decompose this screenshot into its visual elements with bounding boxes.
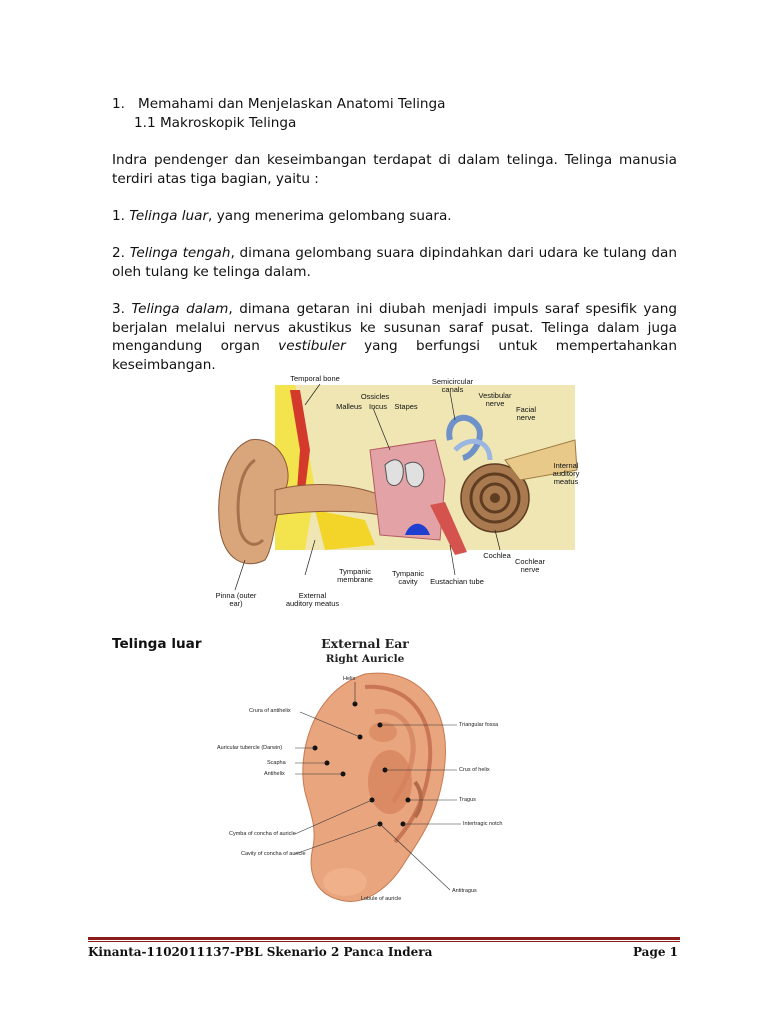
label-malleus: Malleus [336, 402, 362, 411]
label-facial-nerve: Facial nerve [515, 405, 536, 422]
middle-ear-cavity [369, 439, 446, 541]
label-intertragic-notch: Intertragic notch [463, 821, 503, 827]
semicircular-canal-shape [453, 438, 493, 461]
label-scapha: Scapha [267, 760, 286, 766]
label-stapes: Stapes [394, 402, 418, 411]
label-tympanic-cavity: Tympanic cavity [391, 569, 425, 586]
item-number: 2. [112, 245, 130, 261]
label-triangular-fossa: Triangular fossa [459, 722, 499, 728]
cochlea-spiral [479, 482, 511, 514]
label-temporal-bone: Temporal bone [290, 374, 340, 383]
fat-tissue [315, 510, 375, 550]
leader-line [304, 539, 316, 576]
item-term: Telinga tengah [129, 245, 231, 261]
list-item-2: 2. Telinga tengah, dimana gelombang suar… [112, 244, 677, 281]
auricle-illustration [294, 672, 461, 902]
leader-line [494, 529, 501, 551]
label-auricular-tubercle: Auricular tubercle (Darwin) [217, 745, 283, 751]
label-pinna: Pinna (outer ear) [215, 591, 257, 608]
concha-shape [368, 750, 412, 814]
footer-divider-thin [88, 941, 680, 942]
label-eustachian-tube: Eustachian tube [430, 577, 484, 586]
label-antitragus: Antitragus [452, 888, 477, 894]
malleus-shape [384, 459, 404, 486]
label-crura-of-antihelix: Crura of antihelix [249, 708, 291, 714]
semicircular-canal-shape [446, 414, 483, 461]
label-helix: Helix [343, 676, 356, 682]
label-incus: Incus [369, 402, 387, 411]
triangular-fossa-shape [369, 722, 397, 742]
item-text: , dimana getaran ini diubah menjadi impu… [112, 301, 677, 354]
label-vestibular-nerve: Vestibular nerve [478, 391, 512, 408]
figure-subtitle: Right Auricle [325, 653, 405, 665]
temporal-muscle [290, 390, 310, 490]
cochlea-center [490, 493, 500, 503]
ear-anatomy-figure: Temporal bone Ossicles Malleus Incus Sta… [205, 370, 590, 618]
item-term: Telinga luar [129, 208, 209, 224]
item-text: yang berfungsi untuk mempertahankan kese… [112, 338, 677, 373]
label-internal-auditory-meatus: Internal auditory meatus [552, 461, 580, 486]
item-number: 3. [112, 301, 132, 317]
blue-structure [405, 523, 430, 535]
list-item-1: 1. Telinga luar, yang menerima gelombang… [112, 207, 677, 226]
label-cavity-of-concha: Cavity of concha of auricle [241, 851, 306, 857]
pinna-shape [218, 439, 289, 565]
heading-title: Memahami dan Menjelaskan Anatomi Telinga [138, 96, 446, 112]
label-crus-of-helix: Crus of helix [459, 767, 490, 773]
intro-paragraph: Indra pendenger dan keseimbangan terdapa… [112, 152, 677, 187]
lobule-shape [323, 868, 367, 896]
eustachian-tube-shape [430, 502, 467, 555]
nerve-bundle [504, 439, 578, 481]
list-item-3: 3. Telinga dalam, dimana getaran ini diu… [112, 300, 677, 374]
incus-shape [404, 461, 425, 488]
section-heading: 1. Memahami dan Menjelaskan Anatomi Telin… [112, 95, 446, 114]
item-term-vestibuler: vestibuler [278, 338, 346, 354]
label-tragus: Tragus [459, 797, 476, 803]
label-cymba-of-concha: Cymba of concha of auricle [229, 831, 296, 837]
footer-divider [88, 937, 680, 940]
label-cochlear-nerve: Cochlear nerve [514, 557, 545, 574]
ear-anatomy-illustration [218, 383, 578, 591]
subsection-heading: 1.1 Makroskopik Telinga [134, 115, 297, 131]
leader-line [372, 407, 391, 451]
label-lobule-of-auricle: Lobule of auricle [361, 896, 402, 902]
leader-line [449, 544, 456, 576]
heading-number: 1. [112, 96, 125, 112]
helix-rim [364, 684, 433, 844]
label-tympanic-membrane: Tympanic membrane [337, 567, 373, 584]
item-term: Telinga dalam [131, 301, 229, 317]
pinna-fold [236, 458, 265, 546]
leader-line [449, 391, 456, 421]
label-cochlea: Cochlea [483, 551, 511, 560]
label-ossicles: Ossicles [360, 392, 390, 401]
leader-lines [294, 682, 461, 891]
cochlea-spiral [469, 472, 521, 524]
item-number: 1. [112, 208, 130, 224]
item-text: , dimana gelombang suara dipindahkan dar… [112, 245, 677, 280]
item-text: , yang menerima gelombang suara. [208, 208, 452, 224]
leader-line [234, 559, 246, 591]
leader-line [304, 383, 321, 406]
label-external-auditory-meatus: External auditory meatus [285, 591, 340, 608]
footer-author: Kinanta-1102011137-PBL Skenario 2 Panca … [88, 945, 433, 959]
external-ear-figure: External Ear Right Auricle [215, 632, 515, 912]
section-title-telinga-luar: Telinga luar [112, 636, 202, 652]
tragus-shape [413, 780, 423, 819]
figure-title: External Ear [321, 636, 409, 651]
footer-page-number: Page 1 [632, 945, 678, 959]
label-semicircular-canals: Semicircular canals [431, 377, 474, 394]
label-antihelix: Antihelix [264, 771, 285, 777]
